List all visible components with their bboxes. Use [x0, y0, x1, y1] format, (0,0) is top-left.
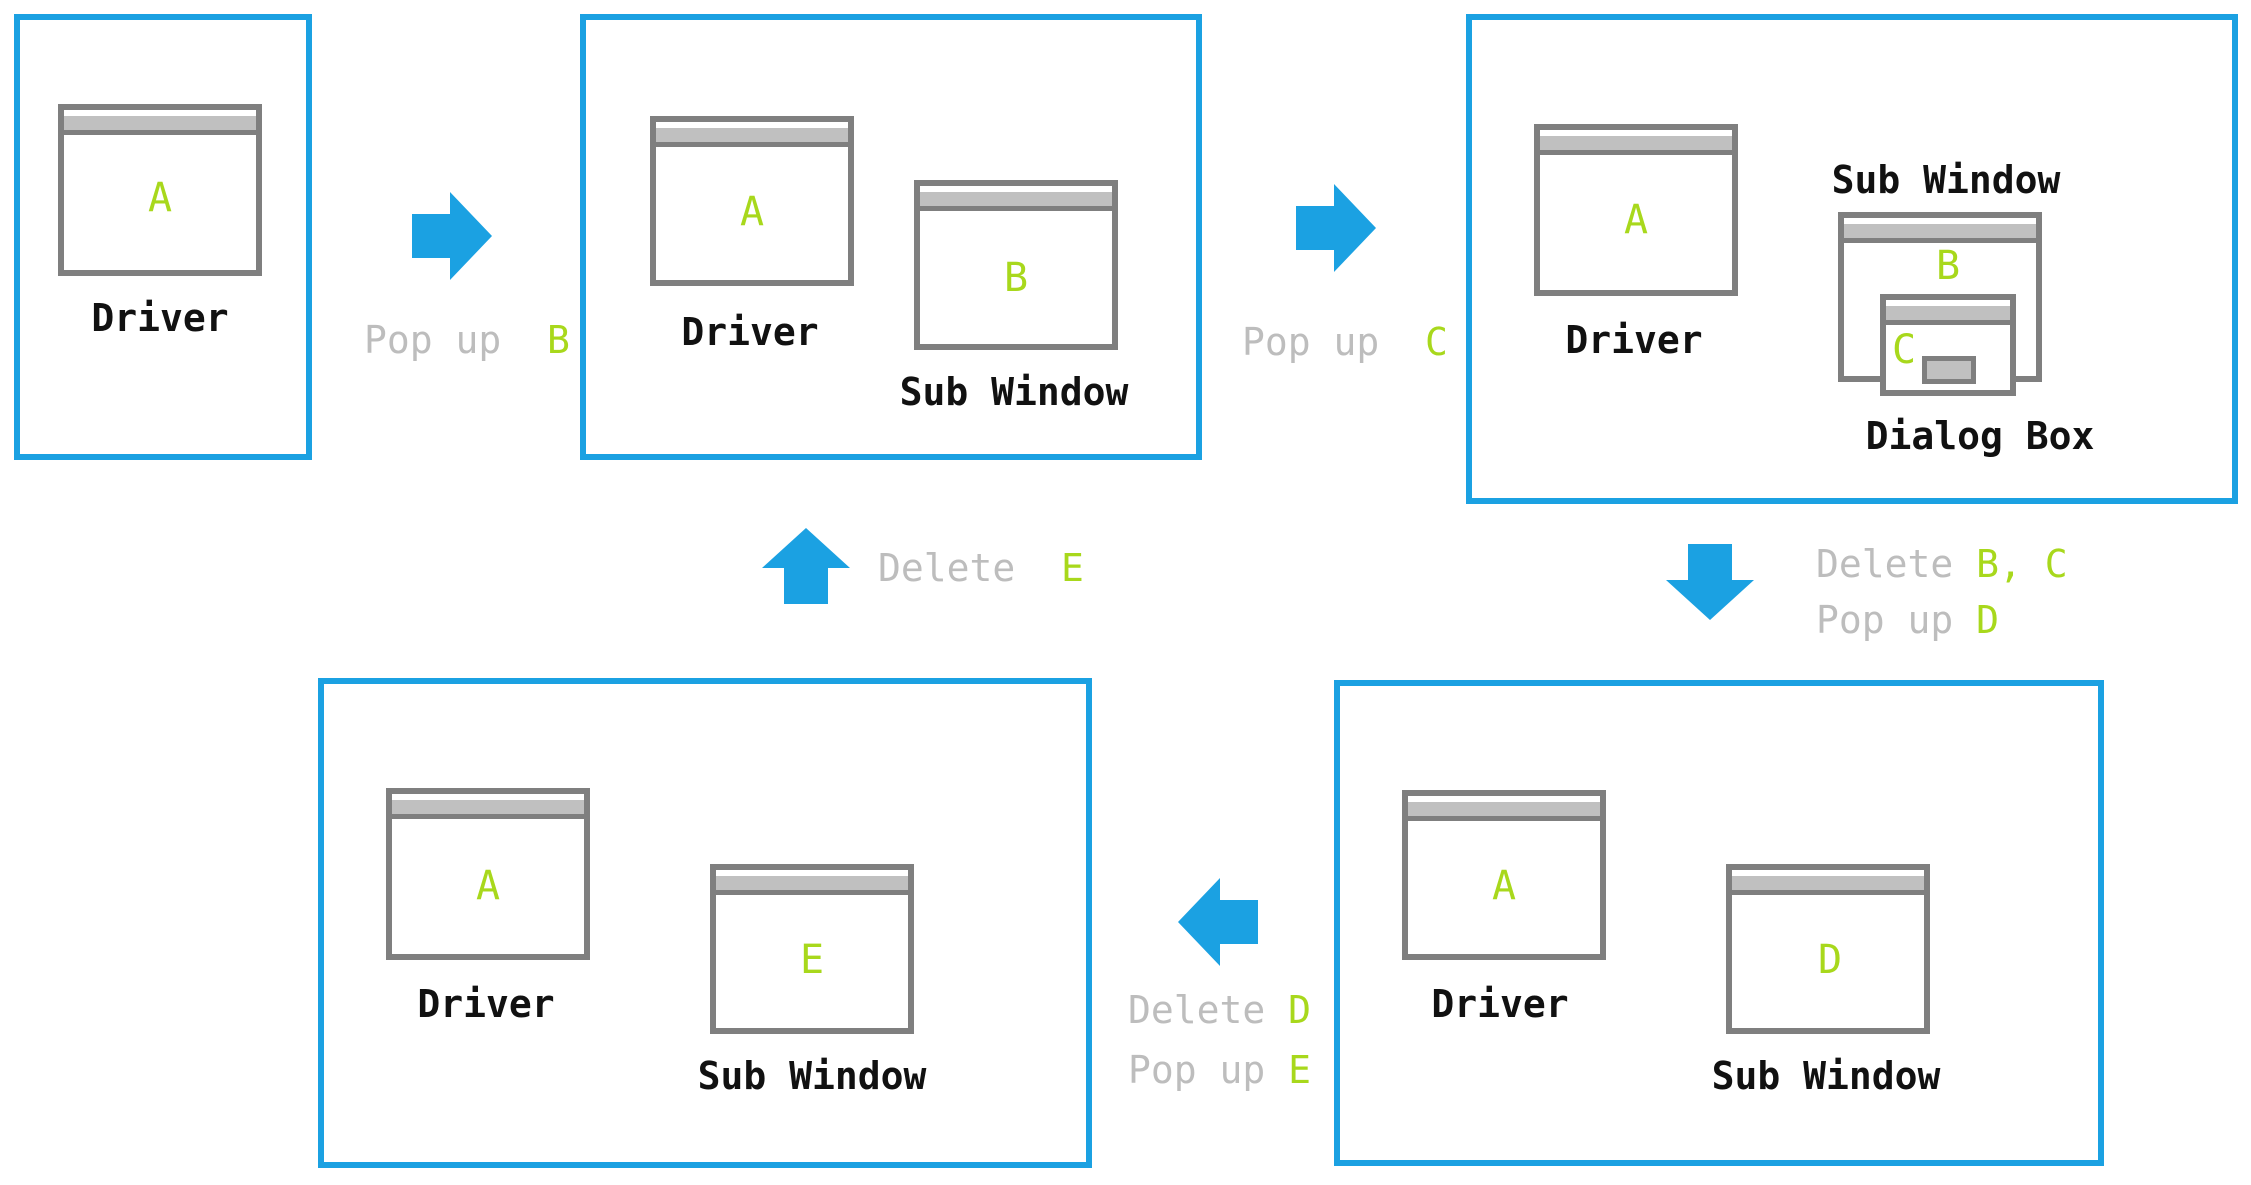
driver-window: [1534, 124, 1738, 296]
driver-window: [650, 116, 854, 286]
window-letter: A: [147, 175, 173, 221]
arrow-down-icon: [1666, 544, 1754, 620]
driver-window: [58, 104, 262, 276]
sub-window-label: Sub Window: [1711, 1054, 1941, 1098]
action-target: B, C: [1976, 542, 2068, 586]
window-letter: E: [799, 937, 825, 983]
action-target: D: [1288, 988, 1312, 1032]
action-verb: Pop up: [1128, 1048, 1266, 1092]
driver-window: [1402, 790, 1606, 960]
action-pop-up-b: Pop up B: [364, 318, 570, 362]
action-verb: Pop up: [1242, 320, 1380, 364]
action-verb: Delete: [1128, 988, 1266, 1032]
action-target: E: [1061, 546, 1084, 590]
sub-window-label: Sub Window: [899, 370, 1129, 414]
action-verb: Delete: [878, 546, 1016, 590]
action-verb: Pop up: [1816, 598, 1954, 642]
action-pop-up-c: Pop up C: [1242, 320, 1448, 364]
action-verb: Delete: [1816, 542, 1954, 586]
window-letter: A: [475, 863, 501, 909]
driver-label: Driver: [1431, 982, 1569, 1026]
sub-window: [710, 864, 914, 1034]
sub-window: [1726, 864, 1930, 1034]
driver-label: Driver: [91, 296, 229, 340]
action-delete-bc-pop-up-d: Delete B, C Pop up D: [1816, 542, 2068, 642]
window-letter: D: [1817, 937, 1843, 983]
arrow-right-icon: [412, 192, 492, 280]
driver-label: Driver: [1565, 318, 1703, 362]
window-letter: A: [1491, 863, 1517, 909]
dialog-button: [1922, 356, 1976, 384]
action-target: C: [1425, 320, 1448, 364]
driver-window: [386, 788, 590, 960]
action-delete-d-pop-up-e: Delete D Pop up E: [1128, 988, 1311, 1092]
arrow-right-icon: [1296, 184, 1376, 272]
arrow-left-icon: [1178, 878, 1258, 966]
action-target: D: [1976, 598, 2000, 642]
action-verb: Pop up: [364, 318, 502, 362]
sub-window: [914, 180, 1118, 350]
action-target: B: [547, 318, 570, 362]
window-letter: B: [1935, 243, 1961, 289]
window-letter: A: [739, 189, 765, 235]
dialog-box-label: Dialog Box: [1865, 414, 2095, 458]
action-delete-e: Delete E: [878, 546, 1084, 590]
sub-window-label: Sub Window: [1831, 158, 2061, 202]
action-target: E: [1288, 1048, 1312, 1092]
driver-label: Driver: [681, 310, 819, 354]
window-letter: C: [1891, 327, 1917, 373]
window-letter: A: [1623, 197, 1649, 243]
sub-window-label: Sub Window: [697, 1054, 927, 1098]
driver-label: Driver: [417, 982, 555, 1026]
window-letter: B: [1003, 255, 1029, 301]
arrow-up-icon: [762, 528, 850, 604]
